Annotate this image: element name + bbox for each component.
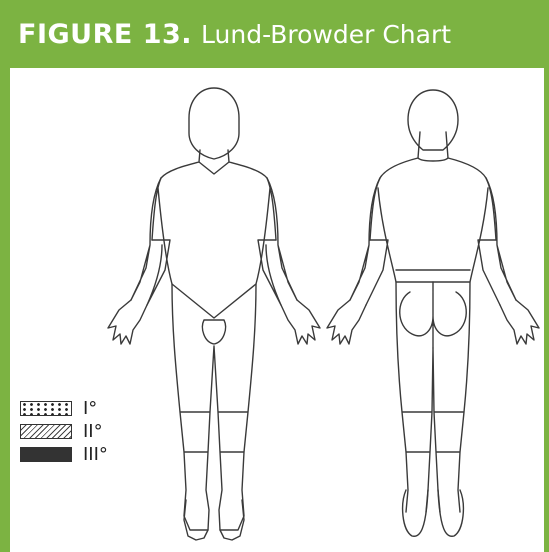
front-left-foot [184,500,208,540]
front-right-hand [281,300,320,344]
front-body [108,88,320,540]
back-left-arm [350,178,388,305]
legend-label-second-degree: II° [83,421,103,442]
legend-item-first-degree: I° [20,397,108,420]
solid-swatch [20,447,72,462]
front-legs [172,284,256,530]
back-neck [418,132,448,161]
back-left-foot [403,490,428,536]
back-body [327,90,539,536]
legend-label-first-degree: I° [83,398,97,419]
legend-label-third-degree: III° [83,444,108,465]
hatched-swatch [20,424,72,439]
back-right-arm [478,178,516,305]
burn-degree-legend: I° II° III° [20,397,108,466]
front-genitals [202,320,225,344]
front-right-foot [220,500,244,540]
back-head [408,90,458,150]
back-right-foot [438,490,463,536]
legend-item-second-degree: II° [20,420,108,443]
front-head [189,88,239,159]
back-left-hand [327,300,366,344]
back-buttocks [400,282,467,348]
back-right-hand [500,300,539,344]
front-left-hand [108,300,147,344]
dotted-swatch [20,401,72,416]
back-torso [370,158,496,282]
legend-item-third-degree: III° [20,443,108,466]
front-neck [199,150,229,174]
